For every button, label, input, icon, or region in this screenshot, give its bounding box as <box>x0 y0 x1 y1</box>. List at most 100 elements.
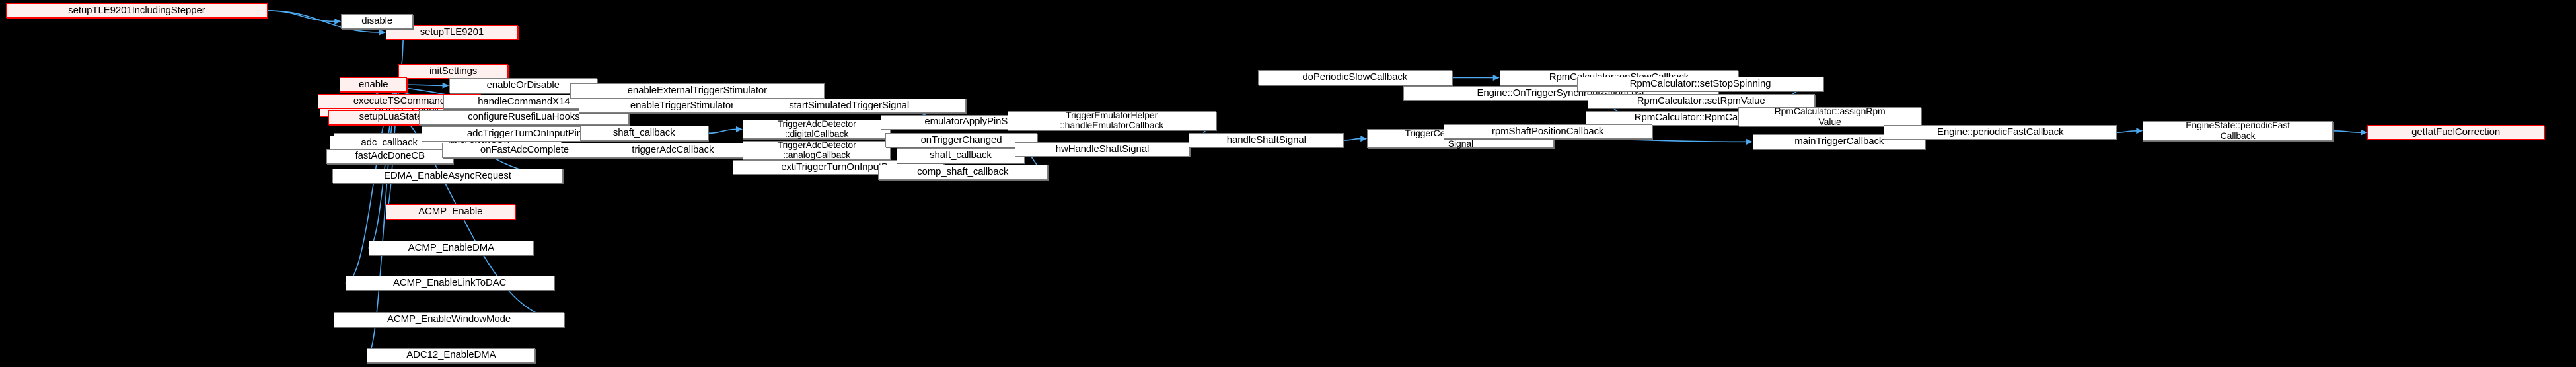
graph-edge-arrowhead <box>334 18 342 24</box>
graph-node[interactable]: TriggerAdcDetector::analogCallback <box>742 139 891 161</box>
node-label: ADC12_EnableDMA <box>406 349 496 361</box>
graph-node[interactable]: rpmShaftPositionCallback <box>1443 124 1652 140</box>
graph-node[interactable]: TriggerAdcDetector::digitalCallback <box>742 118 891 140</box>
graph-node[interactable]: ACMP_EnableDMA <box>368 240 534 256</box>
node-label: adc_callback <box>361 137 418 149</box>
node-label: Engine::periodicFastCallback <box>1936 126 2064 138</box>
graph-node[interactable]: EDMA_EnableAsyncRequest <box>332 169 563 184</box>
node-label: startSimulatedTriggerSignal <box>789 99 910 111</box>
graph-edge <box>1554 138 1748 143</box>
graph-edge <box>2332 130 2362 133</box>
node-label: mainTriggerCallback <box>1794 135 1884 147</box>
node-label: ACMP_EnableLinkToDAC <box>392 276 507 288</box>
node-label: disable <box>361 15 393 27</box>
graph-node[interactable]: RpmCalculator::setStopSpinning <box>1577 76 1823 92</box>
node-label-line2: ::handleEmulatorCallback <box>1060 120 1164 131</box>
graph-node[interactable]: handleShaftSignal <box>1189 132 1344 148</box>
node-label: EDMA_EnableAsyncRequest <box>384 169 511 181</box>
graph-node[interactable]: onTriggerChanged <box>885 132 1038 148</box>
node-label: RpmCalculator::RpmCalculator <box>1634 112 1769 124</box>
node-label: ACMP_EnableWindowMode <box>387 313 511 325</box>
node-label: ACMP_Enable <box>418 206 483 218</box>
graph-node[interactable]: enableOrDisable <box>449 78 597 93</box>
graph-node[interactable]: shaft_callback <box>897 148 1025 163</box>
node-label: shaft_callback <box>930 149 992 161</box>
graph-edge-arrowhead <box>379 29 386 36</box>
node-label: handleShaftSignal <box>1226 134 1306 145</box>
node-label: ACMP_EnableDMA <box>408 241 495 253</box>
graph-node[interactable]: adc_callback <box>329 136 449 151</box>
node-label: TriggerAdcDetector <box>777 139 856 150</box>
graph-edge-arrowhead <box>2136 128 2143 134</box>
node-label: onFastAdcComplete <box>480 143 570 155</box>
graph-node[interactable]: configureRusefiLuaHooks <box>418 110 629 125</box>
graph-node[interactable]: adcTriggerTurnOnInputPin <box>422 126 628 142</box>
node-label: enable <box>359 78 388 90</box>
graph-node[interactable]: mainTriggerCallback <box>1753 134 1926 149</box>
graph-edge-arrowhead <box>2361 129 2368 136</box>
node-label-line2: Signal <box>1448 138 1474 149</box>
graph-edge <box>708 128 737 134</box>
graph-node[interactable]: disable <box>341 14 414 29</box>
node-label: configureRusefiLuaHooks <box>468 111 580 123</box>
graph-node[interactable]: ADC12_EnableDMA <box>367 348 536 364</box>
node-label: TriggerAdcDetector <box>777 118 856 129</box>
graph-edge-arrowhead <box>1746 138 1753 145</box>
node-label-line2: Value <box>1818 116 1841 127</box>
node-label: setupTLE9201 <box>420 26 484 38</box>
node-label-line2: ::digitalCallback <box>784 128 849 140</box>
node-label: onTriggerChanged <box>920 134 1002 145</box>
node-label: enableTriggerStimulator <box>630 99 735 111</box>
graph-node[interactable]: enableExternalTriggerStimulator <box>570 83 825 99</box>
graph-node[interactable]: initSettings <box>398 63 508 79</box>
graph-node[interactable]: TriggerEmulatorHelper::handleEmulatorCal… <box>1007 109 1216 131</box>
graph-node[interactable]: enable <box>340 77 408 93</box>
node-label: rpmShaftPositionCallback <box>1491 125 1604 137</box>
graph-node[interactable]: Engine::periodicFastCallback <box>1884 124 2117 140</box>
node-label: enableExternalTriggerStimulator <box>627 85 768 97</box>
node-label-line2: ::analogCallback <box>783 149 851 161</box>
node-label: executeTSCommand <box>353 95 446 106</box>
graph-node[interactable]: getIatFuelCorrection <box>2367 124 2545 140</box>
graph-node[interactable]: onFastAdcComplete <box>441 143 608 158</box>
node-label: setupTLE9201IncludingStepper <box>68 4 205 16</box>
node-label: EngineState::periodicFast <box>2186 120 2291 131</box>
graph-node[interactable]: ACMP_Enable <box>385 204 515 220</box>
graph-node[interactable]: setupTLE9201IncludingStepper <box>5 3 268 19</box>
node-label: extiTriggerTurnOnInputPin <box>781 161 896 173</box>
graph-edge <box>2117 130 2137 133</box>
node-label: adcTriggerTurnOnInputPin <box>466 128 582 140</box>
graph-node[interactable]: doPeriodicSlowCallback <box>1257 70 1452 85</box>
node-label: initSettings <box>429 65 478 77</box>
graph-edge <box>1344 138 1362 141</box>
node-label: doPeriodicSlowCallback <box>1302 71 1408 83</box>
node-label: enableOrDisable <box>486 79 560 91</box>
graph-node[interactable]: hwHandleShaftSignal <box>1014 142 1191 157</box>
graph-node[interactable]: ACMP_EnableWindowMode <box>334 312 564 327</box>
graph-edge-arrowhead <box>1492 74 1500 81</box>
graph-edge-arrowhead <box>1360 136 1368 142</box>
node-label: RpmCalculator::setStopSpinning <box>1629 77 1771 89</box>
graph-node[interactable]: RpmCalculator::setRpmValue <box>1587 93 1815 109</box>
node-label: TriggerEmulatorHelper <box>1066 109 1158 120</box>
graph-edge-arrowhead <box>735 126 743 132</box>
graph-node[interactable]: startSimulatedTriggerSignal <box>732 98 966 114</box>
node-label: setupLuaState <box>359 111 423 123</box>
graph-node[interactable]: fastAdcDoneCB <box>326 149 454 164</box>
graph-node[interactable]: ACMP_EnableLinkToDAC <box>345 275 554 291</box>
node-label: RpmCalculator::setRpmValue <box>1637 95 1765 106</box>
graph-node[interactable]: shaft_callback <box>579 126 708 141</box>
graph-edge <box>268 10 336 22</box>
graph-node[interactable]: setupTLE9201 <box>385 24 519 40</box>
graph-node[interactable]: comp_shaft_callback <box>877 165 1048 180</box>
node-label: shaft_callback <box>612 126 675 138</box>
node-label: comp_shaft_callback <box>917 165 1009 177</box>
graph-node[interactable]: triggerAdcCallback <box>594 143 752 158</box>
node-label: fastAdcDoneCB <box>355 150 425 162</box>
node-label: triggerAdcCallback <box>632 143 714 155</box>
node-label: getIatFuelCorrection <box>2411 126 2501 138</box>
graph-node[interactable]: handleCommandX14 <box>443 94 605 110</box>
